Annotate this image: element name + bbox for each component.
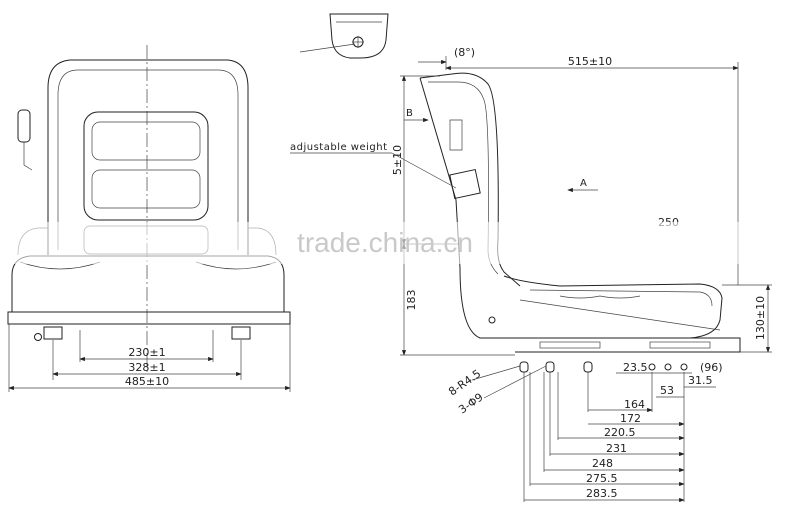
label-b: B — [406, 108, 413, 119]
dim-96: (96) — [700, 361, 723, 374]
dim-23-5: 23.5 — [623, 361, 648, 374]
side-view: (8°) 515±10 B adjustable weight A 250 — [290, 46, 772, 356]
dim-164: 164 — [624, 398, 645, 411]
overall-width: 515±10 — [568, 55, 612, 68]
bottom-dimensions: 8-R4.5 3-Φ9 23.5 (96) 53 31.5 164 172 22… — [446, 361, 723, 503]
dim-31-5: 31.5 — [688, 374, 713, 387]
detail-view — [299, 13, 389, 59]
dim-248: 248 — [592, 457, 613, 470]
dim-230: 230±1 — [128, 346, 165, 359]
label-a: A — [580, 178, 587, 189]
base-height: 183 — [405, 290, 418, 311]
dim-328: 328±1 — [128, 361, 165, 374]
right-height: 130±10 — [754, 296, 767, 340]
angle-label: (8°) — [454, 46, 475, 59]
dim-275-5: 275.5 — [586, 472, 618, 485]
watermark: trade.china.cn — [0, 222, 785, 264]
dim-283-5: 283.5 — [586, 487, 618, 500]
adjustable-weight-label: adjustable weight — [290, 142, 388, 153]
dim-53: 53 — [660, 384, 674, 397]
front-view: 230±1 328±1 485±10 — [7, 45, 291, 392]
hole-spec-d: 3-Φ9 — [456, 391, 485, 417]
dim-231: 231 — [606, 442, 627, 455]
dim-485: 485±10 — [125, 375, 169, 388]
height-dim: 5±10 — [391, 145, 404, 175]
watermark-text: trade.china.cn — [297, 227, 473, 258]
dim-220-5: 220.5 — [604, 426, 636, 439]
dim-172: 172 — [620, 412, 641, 425]
